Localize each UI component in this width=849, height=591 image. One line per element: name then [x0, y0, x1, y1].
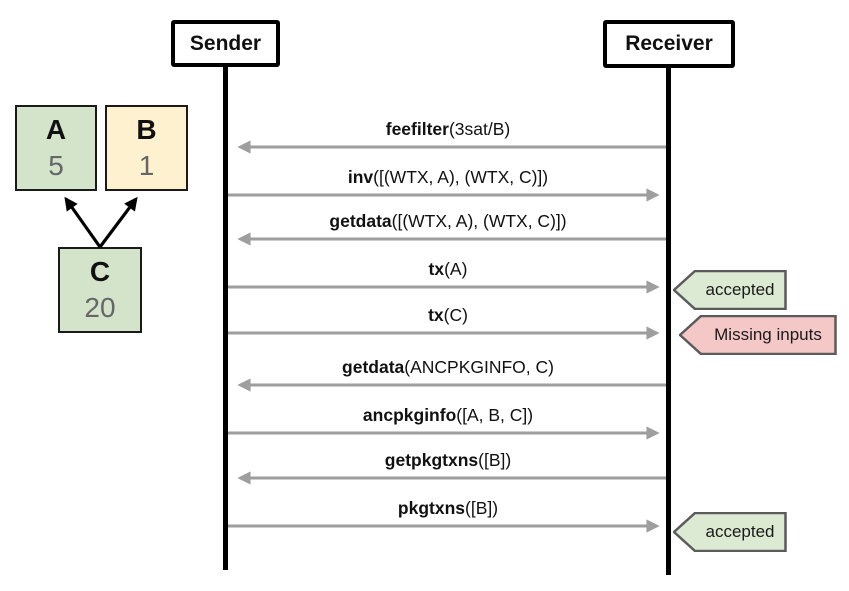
message-fn: getdata	[329, 211, 392, 231]
tag-shape	[673, 512, 787, 552]
tag-shape	[673, 270, 787, 310]
message-args: ([B])	[465, 498, 499, 518]
actor-receiver-label: Receiver	[625, 32, 713, 55]
message-fn: getpkgtxns	[384, 450, 479, 470]
status-tag-accepted-2: accepted	[673, 512, 787, 552]
message-fn: tx	[428, 259, 445, 279]
tx-node-b: B 1	[105, 105, 188, 191]
tx-node-c-label: C	[89, 256, 111, 287]
message-label-tx-a: tx(A)	[230, 256, 666, 282]
dag-edge-c-b	[98, 196, 138, 248]
dag-edge-c-a	[64, 196, 102, 248]
message-args: ([(WTX, A), (WTX, C)])	[391, 211, 567, 231]
status-tag-accepted-1: accepted	[673, 270, 787, 310]
message-label-getdata-wtx: getdata([(WTX, A), (WTX, C)])	[230, 208, 666, 234]
message-fn: tx	[428, 305, 444, 325]
tx-node-a-value: 5	[48, 150, 64, 181]
status-tag-missing-inputs: Missing inputs	[679, 315, 837, 355]
message-label-ancpkginfo: ancpkginfo([A, B, C])	[230, 402, 666, 428]
message-label-getdata-ancpkginfo: getdata(ANCPKGINFO, C)	[230, 354, 666, 380]
tag-shape	[679, 315, 837, 355]
tx-node-a-label: A	[45, 114, 67, 145]
tx-node-c: C 20	[58, 247, 142, 333]
message-fn: getdata	[342, 357, 405, 377]
status-tag-label: Missing inputs	[714, 325, 822, 344]
actor-sender-label: Sender	[189, 31, 262, 55]
message-args: ([B])	[478, 450, 512, 470]
tx-node-b-value: 1	[138, 150, 155, 181]
message-fn: ancpkginfo	[362, 405, 457, 425]
message-label-getpkgtxns: getpkgtxns([B])	[230, 447, 666, 473]
message-label-pkgtxns: pkgtxns([B])	[230, 495, 666, 521]
tx-node-a: A 5	[15, 105, 97, 191]
message-fn: inv	[347, 167, 374, 187]
message-label-tx-c: tx(C)	[230, 302, 666, 328]
message-args: ([(WTX, A), (WTX, C)])	[373, 167, 549, 187]
message-args: ([A, B, C])	[456, 405, 534, 425]
message-label-feefilter: feefilter(3sat/B)	[230, 116, 666, 142]
message-fn: pkgtxns	[397, 498, 466, 518]
actor-receiver-box: Receiver	[603, 20, 735, 68]
status-tag-label: accepted	[705, 522, 775, 541]
message-label-inv: inv([(WTX, A), (WTX, C)])	[230, 164, 666, 190]
message-fn: feefilter	[385, 119, 449, 139]
message-args: (3sat/B)	[448, 119, 511, 139]
sender-lifeline	[223, 65, 228, 570]
message-args: (ANCPKGINFO, C)	[404, 357, 554, 377]
message-args: (A)	[444, 259, 468, 279]
tx-node-b-label: B	[136, 114, 157, 145]
status-tag-label: accepted	[705, 280, 775, 299]
actor-sender-box: Sender	[171, 20, 280, 67]
tx-node-c-value: 20	[84, 292, 116, 323]
message-args: (C)	[443, 305, 468, 325]
receiver-lifeline	[666, 66, 671, 575]
